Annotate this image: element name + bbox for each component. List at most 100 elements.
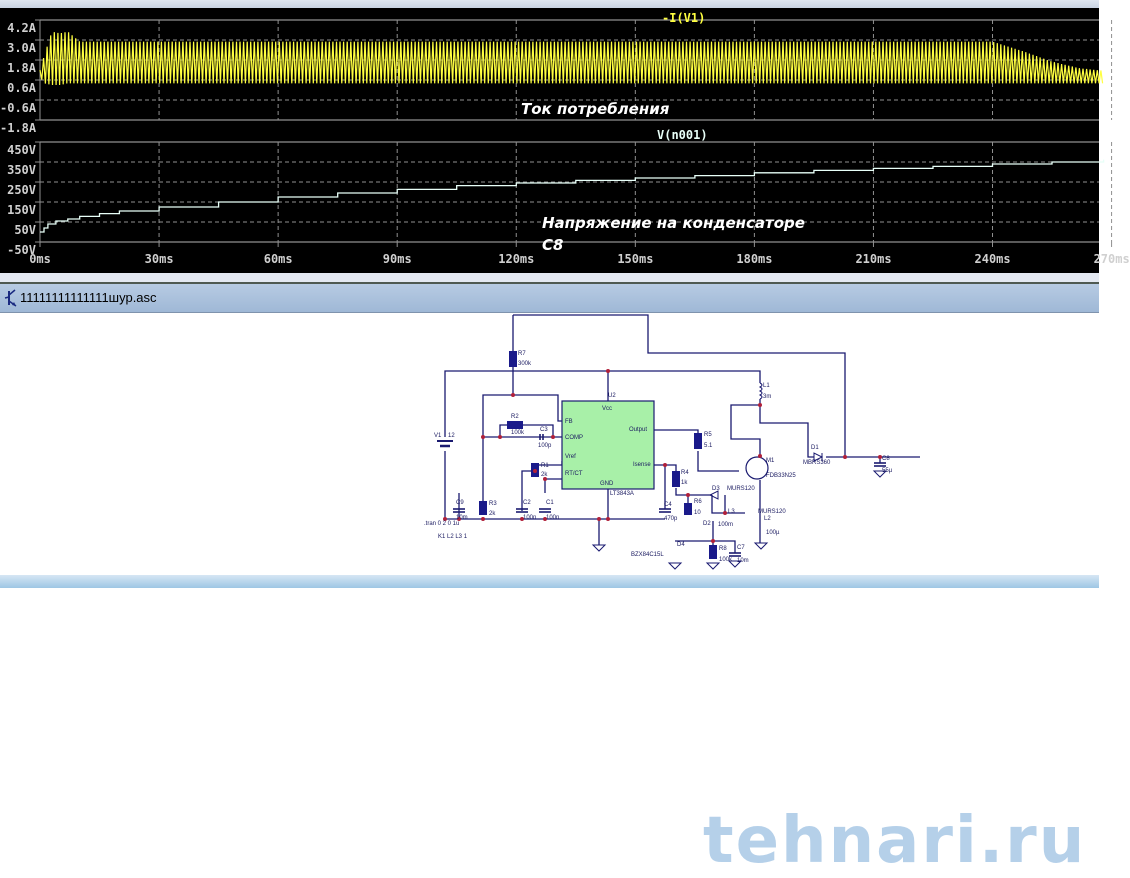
component-ref-c3[interactable]: C3 (540, 427, 548, 433)
pane-splitter[interactable] (0, 273, 1099, 284)
component-value-r8[interactable]: 100k (719, 557, 733, 563)
component-ref-r2[interactable]: R2 (511, 414, 519, 420)
component-ref-r6[interactable]: R6 (694, 499, 702, 505)
schematic-titlebar: 11111111111111шур.asc (0, 284, 1099, 313)
component-ref-d4[interactable]: D4 (677, 542, 685, 548)
component-ref-c7[interactable]: C7 (737, 545, 745, 551)
xtick-label: 180ms (736, 252, 773, 266)
component-ref-l1[interactable]: L1 (763, 383, 770, 389)
current-ytick-label: 3.0A (7, 41, 36, 55)
component-ref-c1[interactable]: C1 (546, 500, 554, 506)
diode-d1 (813, 452, 824, 462)
xtick-label: 240ms (974, 252, 1011, 266)
component-value-c1[interactable]: 100n (546, 515, 560, 521)
annotation-capacitor-ref: C8 (542, 236, 564, 254)
component-ref-d3[interactable]: D3 (712, 486, 720, 492)
waveform-plot[interactable] (0, 8, 1113, 273)
ic-pin-output: Output (629, 427, 648, 433)
component-value-c9[interactable]: 10m (456, 515, 468, 521)
ic-pin-comp: COMP (565, 435, 583, 441)
component-ref-r5[interactable]: R5 (704, 432, 712, 438)
component-value-c8[interactable]: 55µ (882, 468, 893, 474)
component-value-c7[interactable]: 10m (737, 558, 749, 564)
schematic-drawing (437, 314, 920, 570)
component-value-r7[interactable]: 300k (518, 361, 532, 367)
component-value-m1[interactable]: FDB33N25 (766, 473, 796, 479)
annotation-current-consumption: Ток потребления (521, 100, 670, 118)
component-value-c3[interactable]: 100p (538, 443, 552, 449)
ic-lt3843a (561, 400, 655, 490)
component-ref-c9[interactable]: C9 (456, 500, 464, 506)
diode-d3 (708, 490, 719, 500)
resistor-r8 (709, 545, 717, 559)
component-ref-r4[interactable]: R4 (681, 470, 689, 476)
current-ytick-label: 1.8A (7, 61, 36, 75)
spice-directive[interactable]: .tran 0 2 0 1u (424, 521, 460, 527)
component-value-l3[interactable]: 100m (718, 522, 734, 528)
component-ref-r7[interactable]: R7 (518, 351, 526, 357)
xtick-label: 30ms (144, 252, 174, 266)
component-ref-l2[interactable]: L2 (764, 516, 771, 522)
component-ref-c2[interactable]: C2 (523, 500, 531, 506)
current-ytick-label: 0.6A (7, 81, 36, 95)
current-ytick-label: -0.6A (0, 101, 37, 115)
component-ref-r1[interactable]: R1 (541, 463, 549, 469)
component-ref-v1[interactable]: V1 (434, 433, 442, 439)
component-value-r1[interactable]: 2k (541, 472, 548, 478)
component-value-r3[interactable]: 2k (489, 511, 496, 517)
component-value-d4[interactable]: BZX84C15L (631, 552, 664, 558)
wire-top (513, 314, 846, 457)
mosfet-m1 (745, 456, 769, 480)
component-ref-r8[interactable]: R8 (719, 546, 727, 552)
component-ref-l3[interactable]: L3 (728, 509, 735, 515)
component-value-v1[interactable]: 12 (448, 433, 455, 439)
component-value-c4[interactable]: 470p (664, 516, 678, 522)
trace-current-line (39, 32, 1104, 86)
trace-title-current[interactable]: -I(V1) (662, 11, 706, 25)
component-ref-d1[interactable]: D1 (811, 445, 819, 451)
component-value-r5[interactable]: 5.1 (704, 443, 713, 449)
component-value-l2[interactable]: 100µ (766, 530, 780, 536)
component-value-d1[interactable]: MBRS360 (803, 460, 831, 466)
xtick-label: 90ms (382, 252, 412, 266)
component-ref-c4[interactable]: C4 (664, 502, 672, 508)
trace-title-voltage[interactable]: V(n001) (657, 128, 708, 142)
current-ytick-label: -1.8A (0, 121, 37, 135)
ic-part[interactable]: LT3843A (610, 491, 634, 497)
voltage-ytick-label: 150V (7, 203, 36, 217)
resistor-r5 (694, 433, 702, 449)
ic-name[interactable]: U2 (608, 393, 616, 399)
schematic-filename: 11111111111111шур.asc (20, 290, 157, 305)
component-value-d3[interactable]: MURS120 (727, 486, 755, 492)
voltage-ytick-label: 250V (7, 183, 36, 197)
resistor-r3 (479, 501, 487, 515)
resistor-r6 (684, 503, 692, 515)
ic-pin-gnd: GND (600, 481, 614, 487)
ic-pin-vref: Vref (565, 454, 576, 460)
component-value-l1[interactable]: 3m (763, 394, 772, 400)
component-value-r4[interactable]: 1k (681, 480, 688, 486)
xtick-label: 60ms (263, 252, 293, 266)
component-ref-m1[interactable]: M1 (766, 458, 775, 464)
transistor-icon (4, 289, 20, 307)
component-value-r2[interactable]: 100k (511, 430, 525, 436)
xtick-label: 210ms (855, 252, 892, 266)
voltage-ytick-label: 50V (14, 223, 36, 237)
component-value-c2[interactable]: 100n (523, 515, 537, 521)
component-ref-r3[interactable]: R3 (489, 501, 497, 507)
watermark-logo: tehnari.ru (703, 804, 1087, 878)
component-value-r6[interactable]: 10 (694, 510, 701, 516)
spice-directive[interactable]: K1 L2 L3 1 (438, 534, 468, 540)
ic-pin-isense: Isense (633, 462, 651, 468)
ic-pin-fb: FB (565, 419, 573, 425)
xtick-label: 150ms (617, 252, 654, 266)
current-ytick-label: 4.2A (7, 21, 36, 35)
waveform-viewer[interactable]: -I(V1) V(n001) Ток потребления Напряжени… (0, 8, 1130, 273)
component-value-d2[interactable]: MURS120 (758, 509, 786, 515)
component-ref-d2[interactable]: D2 (703, 521, 711, 527)
window-bottom-bar (0, 575, 1099, 588)
component-ref-c8[interactable]: C8 (882, 456, 890, 462)
xtick-label: 120ms (498, 252, 535, 266)
ic-pin-rt-ct: RT/CT (565, 471, 583, 477)
